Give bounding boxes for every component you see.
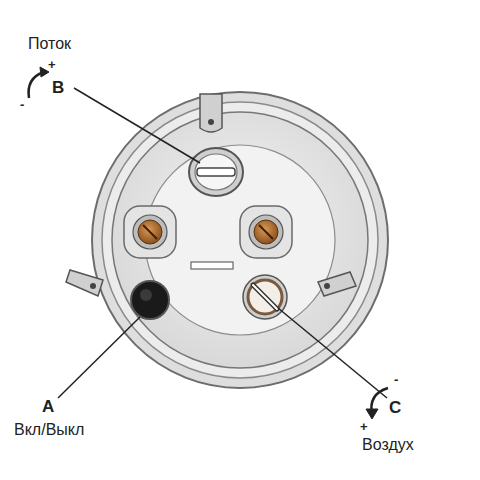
caption-label: Поток <box>28 35 71 53</box>
outer-ring <box>92 92 388 388</box>
mount-brackets <box>66 94 356 296</box>
air-screw <box>243 275 287 319</box>
direction-sign: - <box>20 98 24 112</box>
rotation-arrows <box>29 67 388 419</box>
leader-lines <box>58 88 387 398</box>
ring-groove <box>102 102 378 378</box>
flange-disk <box>112 112 368 368</box>
callout-letter: B <box>52 79 64 98</box>
heating-element-terminals <box>124 206 292 258</box>
caption-label: Воздух <box>362 436 414 454</box>
callout-letter: C <box>389 399 401 418</box>
indicator-slot <box>191 262 233 269</box>
caption-label: Вкл/Выкл <box>14 421 84 439</box>
power-button <box>131 281 169 319</box>
direction-sign: + <box>48 58 56 72</box>
flow-knob <box>189 148 243 196</box>
direction-sign: + <box>360 420 368 434</box>
callout-letter: A <box>42 398 54 417</box>
direction-sign: - <box>394 373 398 387</box>
